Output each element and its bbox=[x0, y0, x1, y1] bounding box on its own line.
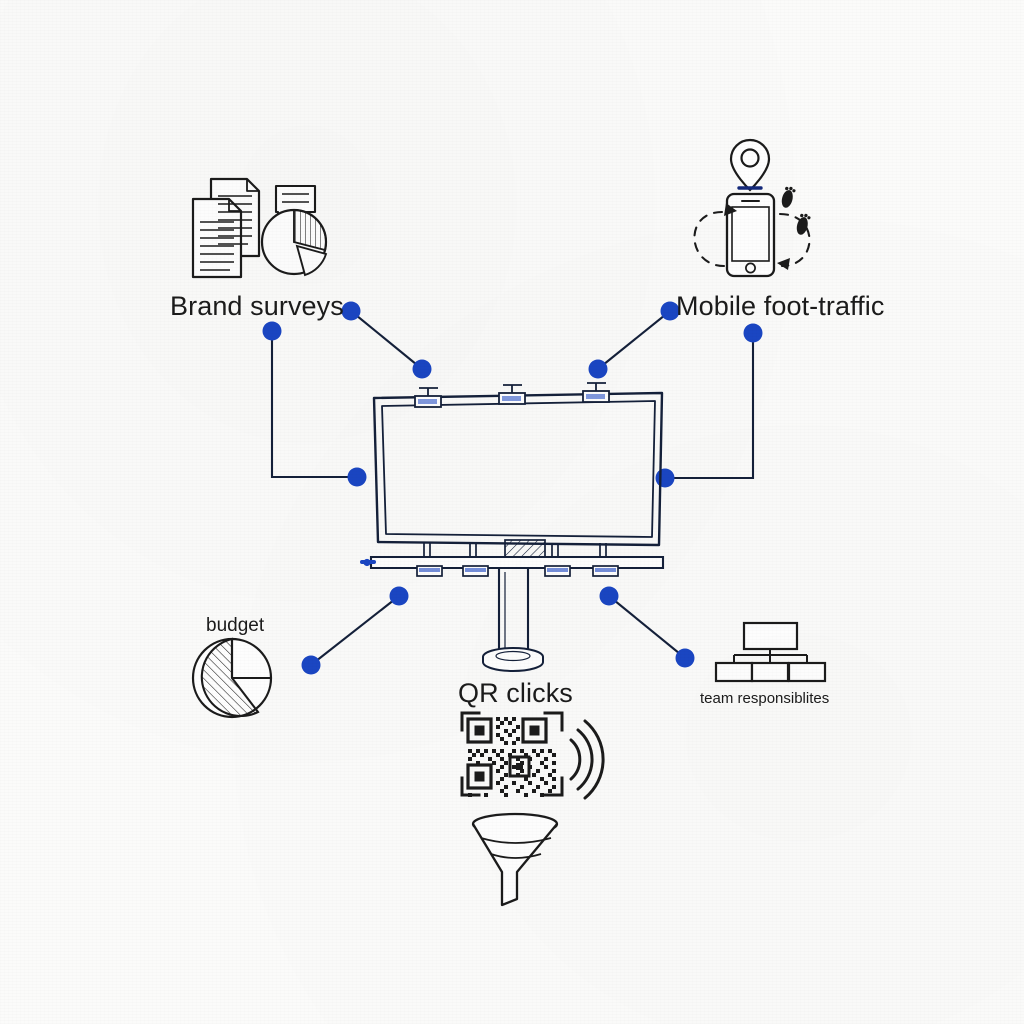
org-chart-boxes bbox=[714, 621, 827, 683]
signal-arcs-icon bbox=[569, 719, 605, 800]
billboard-foot-plate-tints bbox=[419, 568, 616, 572]
chat-bubble-lines bbox=[282, 193, 309, 203]
billboard-frame-inner bbox=[381, 400, 656, 538]
dot-billboard-left[interactable] bbox=[412, 359, 432, 379]
dot-top-left-inner[interactable] bbox=[341, 301, 361, 321]
link-team bbox=[607, 594, 687, 660]
billboard-frame-outer bbox=[372, 391, 664, 547]
label-qr-clicks: QR clicks bbox=[458, 678, 573, 708]
dot-left-mid[interactable] bbox=[347, 467, 367, 487]
document-text-lines bbox=[200, 195, 252, 271]
dot-bottom-left-in[interactable] bbox=[389, 586, 409, 606]
crossbar-tick-marker[interactable] bbox=[360, 558, 376, 567]
billboard-column bbox=[497, 568, 530, 653]
dot-bottom-left-out[interactable] bbox=[301, 655, 321, 675]
billboard-top-mount-3 bbox=[582, 382, 610, 403]
label-brand-surveys: Brand surveys bbox=[170, 291, 344, 321]
qr-data-modules bbox=[468, 717, 556, 797]
dot-bottom-right-in[interactable] bbox=[599, 586, 619, 606]
label-mobile-foot-traffic: Mobile foot-traffic bbox=[676, 291, 885, 321]
link-brand-surveys-diagonal bbox=[349, 309, 424, 371]
dot-top-right-outer[interactable] bbox=[743, 323, 763, 343]
link-mobile-diagonal bbox=[596, 309, 672, 371]
billboard-top-mount-1 bbox=[414, 387, 442, 408]
movement-arrowheads bbox=[724, 203, 790, 270]
billboard-crossbar bbox=[369, 555, 665, 570]
dot-billboard-right[interactable] bbox=[588, 359, 608, 379]
smartphone-icon bbox=[725, 192, 776, 278]
map-pin-icon bbox=[729, 138, 771, 192]
link-mobile-elbow bbox=[663, 331, 755, 480]
billboard-base bbox=[482, 647, 544, 672]
billboard-top-mount-2 bbox=[498, 384, 526, 405]
org-chart-links bbox=[733, 649, 808, 663]
dot-top-left-outer[interactable] bbox=[262, 321, 282, 341]
scan-frame-corners bbox=[460, 711, 564, 797]
dot-top-right-inner[interactable] bbox=[660, 301, 680, 321]
link-brand-surveys-elbow bbox=[270, 329, 359, 479]
link-budget bbox=[309, 594, 401, 667]
pie-chart-icon bbox=[260, 208, 328, 277]
label-budget: budget bbox=[206, 615, 265, 636]
dot-bottom-right-out[interactable] bbox=[675, 648, 695, 668]
connector-dots bbox=[262, 301, 763, 675]
footsteps-icon bbox=[781, 186, 811, 235]
label-team-responsiblites: team responsiblites bbox=[700, 690, 830, 707]
